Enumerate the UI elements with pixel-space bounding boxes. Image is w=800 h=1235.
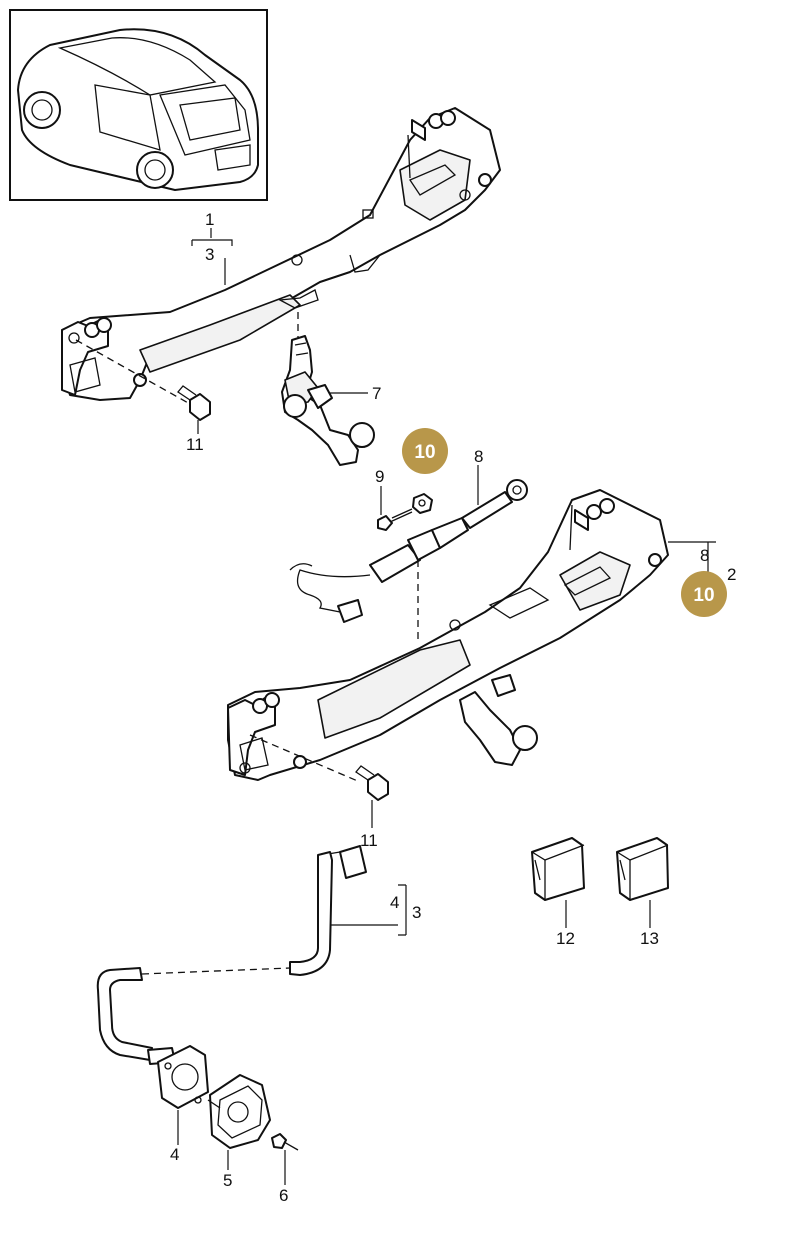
wiring-harness (96, 845, 367, 1065)
highlight-badge-10-upper[interactable]: 10 (402, 428, 448, 474)
bolt-lower (355, 765, 389, 801)
callout-8-lower: 8 (700, 546, 709, 565)
trailer-socket (157, 1045, 271, 1149)
cover-cap-12 (531, 837, 585, 901)
callout-6: 6 (279, 1186, 288, 1205)
callout-11-upper: 11 (186, 435, 204, 454)
nut-10 (412, 493, 433, 514)
callout-labels: 1 3 7 11 9 8 8 2 11 4 3 12 13 4 5 6 (170, 210, 736, 1205)
detachable-ball-neck (281, 335, 375, 466)
badge-10-lower-label: 10 (693, 585, 714, 606)
callout-3-harness: 3 (412, 903, 421, 922)
callout-5: 5 (223, 1171, 232, 1190)
leader-lines (177, 228, 716, 1185)
vehicle-thumbnail (9, 9, 268, 201)
screw-6 (271, 1133, 299, 1151)
callout-2: 2 (727, 565, 736, 584)
callout-13: 13 (640, 929, 659, 948)
tow-bar-carrier-lower (227, 489, 669, 781)
callout-3-upper: 3 (205, 245, 214, 264)
callout-9: 9 (375, 467, 384, 486)
callout-11-lower: 11 (360, 831, 378, 850)
bolt-upper (177, 385, 211, 421)
highlight-badge-10-lower[interactable]: 10 (681, 571, 727, 617)
callout-12: 12 (556, 929, 575, 948)
badge-10-upper-label: 10 (414, 442, 435, 463)
cover-cap-13 (616, 837, 669, 901)
suv-thumbnail-icon (17, 28, 259, 191)
callout-4-socket: 4 (170, 1145, 179, 1164)
callout-7: 7 (372, 384, 381, 403)
tow-bar-carrier-upper (61, 107, 501, 401)
callout-4-harness: 4 (390, 893, 399, 912)
electric-actuator (289, 479, 528, 623)
callout-1: 1 (205, 210, 214, 229)
bolt-9 (377, 508, 413, 531)
callout-8-upper: 8 (474, 447, 483, 466)
